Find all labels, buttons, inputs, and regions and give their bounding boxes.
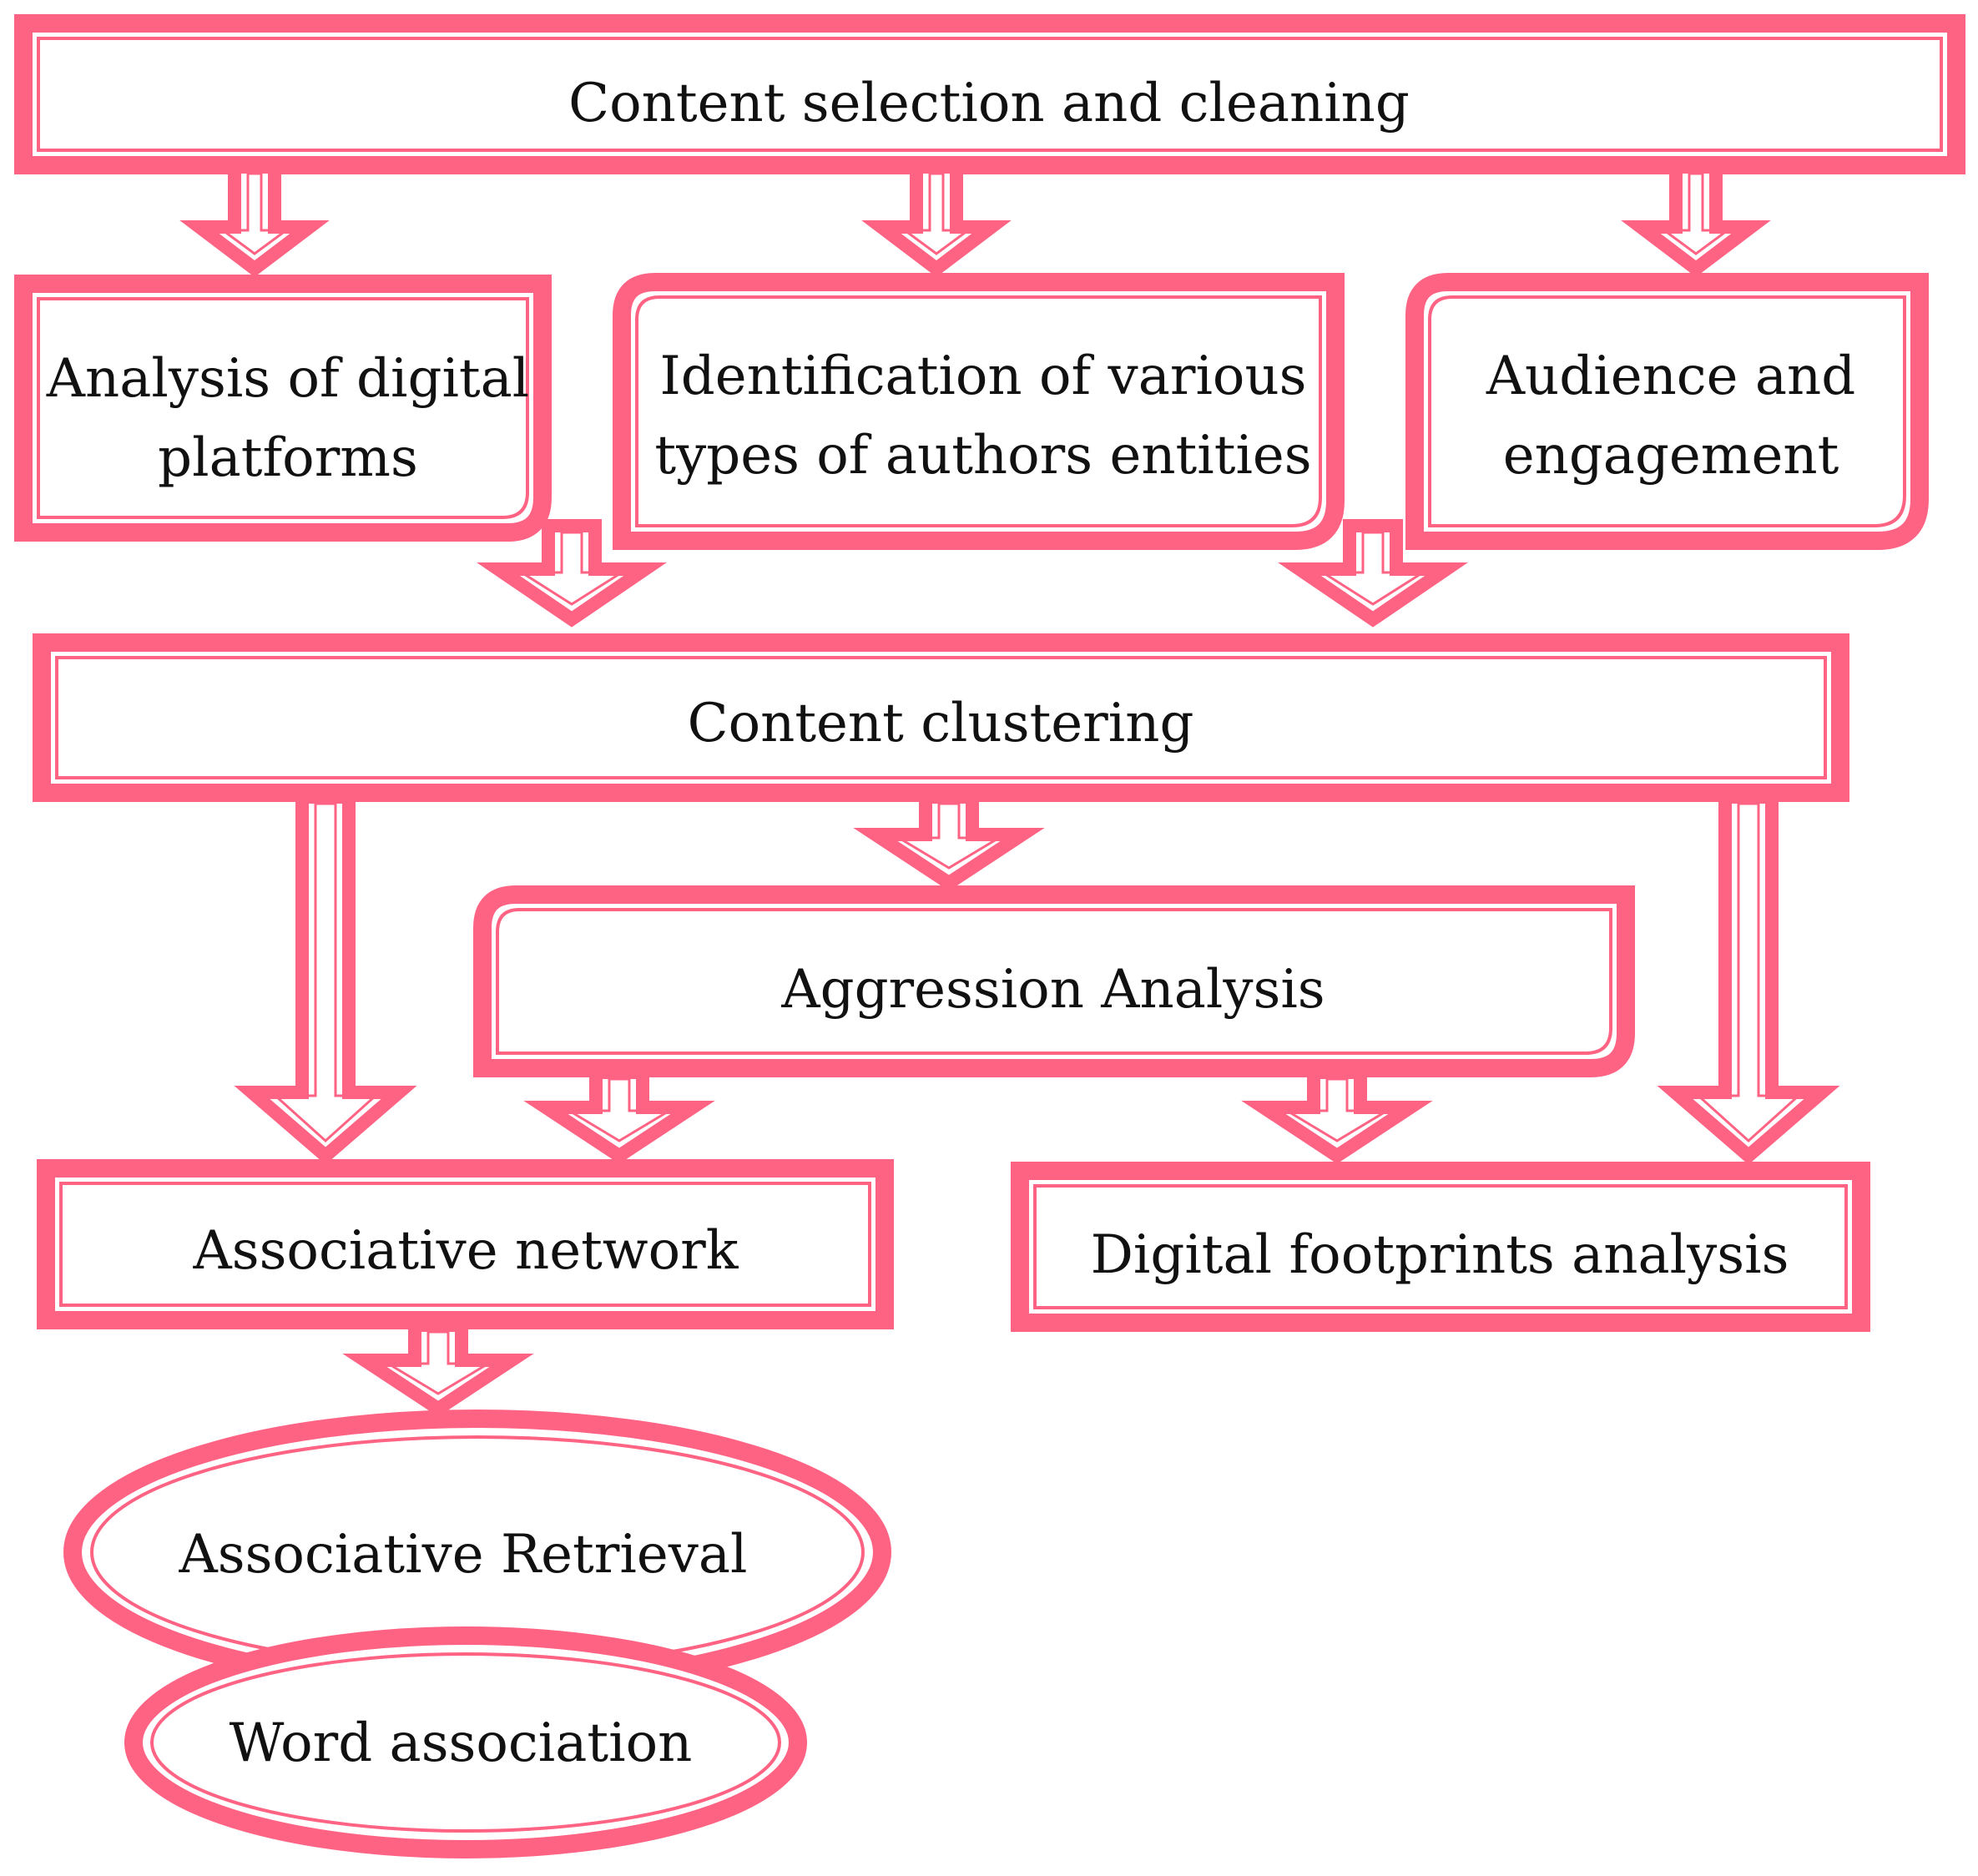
node-associative-network: Associative network (37, 1159, 894, 1329)
node-audience-label-line1: Audience and (1486, 345, 1855, 407)
node-aggression-analysis-label: Aggression Analysis (780, 959, 1325, 1021)
node-content-clustering: Content clustering (33, 633, 1849, 802)
node-associative-network-label: Associative network (193, 1220, 739, 1282)
node-audience-label-line2: engagement (1503, 425, 1839, 487)
node-digital-platforms-label-line1: Analysis of digital (46, 348, 530, 410)
arrow-selection-to-authors (861, 160, 1012, 278)
node-word-association-label: Word association (230, 1712, 693, 1774)
node-content-selection-label: Content selection and cleaning (568, 73, 1410, 134)
node-digital-footprints: Digital footprints analysis (1011, 1162, 1870, 1332)
arrow-selection-to-platforms (179, 160, 330, 278)
node-digital-footprints-label: Digital footprints analysis (1091, 1224, 1789, 1286)
arrows (179, 160, 1840, 1417)
node-word-association: Word association (124, 1626, 807, 1858)
node-author-entities-label-line2: types of authors entities (654, 425, 1311, 487)
arrow-platforms-to-clustering (477, 519, 667, 628)
arrow-aggression-to-footprints (1241, 1066, 1433, 1164)
node-author-entities-label-line1: Identification of various (659, 345, 1306, 407)
node-associative-retrieval: Associative Retrieval (63, 1410, 891, 1695)
node-content-clustering-label: Content clustering (688, 693, 1194, 754)
arrow-selection-to-audience (1621, 160, 1771, 278)
node-audience: Audience and engagement (1405, 273, 1929, 550)
node-digital-platforms-label-line2: platforms (158, 427, 418, 489)
arrow-aggression-to-network (523, 1066, 715, 1164)
node-author-entities: Identification of various types of autho… (613, 273, 1345, 550)
arrow-clustering-to-network (234, 790, 417, 1165)
arrow-clustering-to-footprints (1657, 790, 1840, 1165)
node-associative-retrieval-label: Associative Retrieval (179, 1524, 748, 1586)
node-content-selection: Content selection and cleaning (14, 14, 1965, 174)
arrow-network-to-retrieval (342, 1319, 534, 1417)
arrow-authors-to-clustering (1278, 519, 1468, 628)
arrow-clustering-to-aggression (853, 790, 1045, 891)
node-digital-platforms: Analysis of digital platforms (14, 275, 552, 542)
node-aggression-analysis: Aggression Analysis (473, 885, 1635, 1077)
